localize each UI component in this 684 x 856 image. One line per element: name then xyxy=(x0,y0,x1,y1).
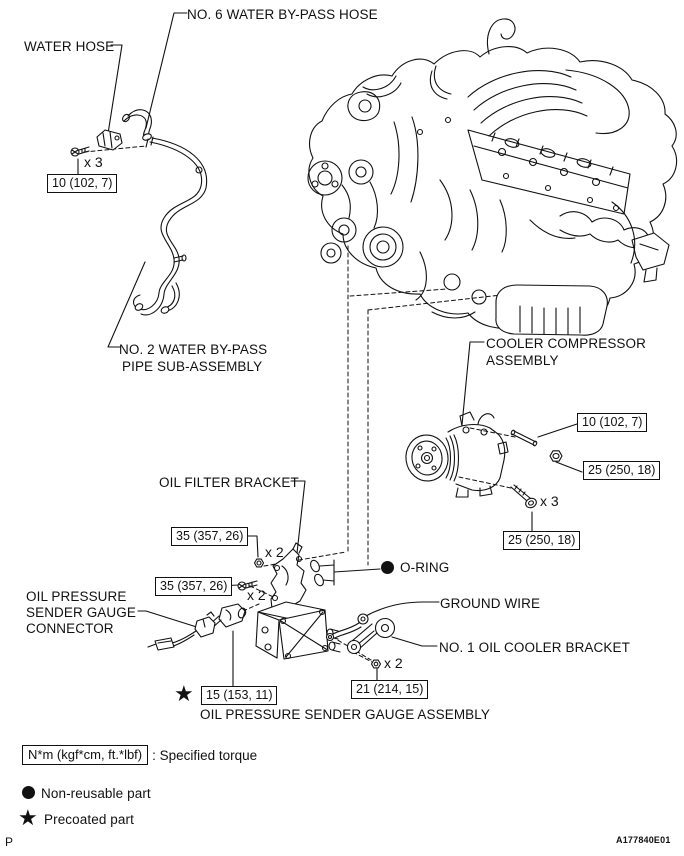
label-connector-line3: CONNECTOR xyxy=(26,621,114,636)
torque-box-15-sender-gauge: 15 (153, 11) xyxy=(201,686,278,705)
label-oil-filter-bracket: OIL FILTER BRACKET xyxy=(159,475,299,490)
legend-non-reusable-label: Non-reusable part xyxy=(41,786,151,801)
engine-assembly-sketch xyxy=(307,18,678,336)
legend-specified-torque: N*m (kgf*cm, ft.*lbf) : Specified torque xyxy=(22,745,257,765)
no6-water-bypass-hose-sketch xyxy=(122,109,152,141)
label-oil-pressure-sender-gauge-assembly: OIL PRESSURE SENDER GAUGE ASSEMBLY xyxy=(200,707,490,722)
label-o-ring: O-RING xyxy=(400,560,450,575)
o-ring-bullet-marker xyxy=(381,561,394,574)
torque-box-10-compressor-stud: 10 (102, 7) xyxy=(577,413,648,432)
torque-box-35-upper: 35 (357, 26) xyxy=(171,527,249,546)
label-ground-wire: GROUND WIRE xyxy=(440,596,541,611)
label-no1-oil-cooler-bracket: NO. 1 OIL COOLER BRACKET xyxy=(439,640,630,655)
water-hose-sketch xyxy=(96,129,123,151)
water-hose-bolt xyxy=(70,146,90,157)
label-water-hose: WATER HOSE xyxy=(24,39,115,54)
legend-precoated-label: Precoated part xyxy=(44,812,134,827)
precoated-star-marker: ★ xyxy=(174,681,194,706)
no1-oil-cooler-bracket-sketch xyxy=(346,617,396,655)
multiplier-x3-water-hose: x 3 xyxy=(84,154,103,170)
torque-box-21: 21 (214, 15) xyxy=(351,680,429,699)
torque-box-10-water-hose: 10 (102, 7) xyxy=(47,174,118,193)
multiplier-x3-compressor-bolts: x 3 xyxy=(540,493,559,509)
compressor-bolt xyxy=(510,484,537,509)
label-no6-water-bypass-hose: NO. 6 WATER BY-PASS HOSE xyxy=(187,7,378,22)
label-connector-line2: SENDER GAUGE xyxy=(26,605,136,620)
page-marker: P xyxy=(5,835,14,849)
bracket-nut xyxy=(253,558,265,568)
no2-water-bypass-pipe-sketch xyxy=(132,136,208,316)
o-ring-sketch xyxy=(310,559,324,587)
multiplier-x2-cooler-bracket-nuts: x 2 xyxy=(384,655,403,671)
label-no2-line1: NO. 2 WATER BY-PASS xyxy=(119,342,268,357)
legend-torque-units-box: N*m (kgf*cm, ft.*lbf) xyxy=(22,745,149,765)
oil-cooler-body-sketch xyxy=(255,601,341,660)
torque-box-35-lower: 35 (357, 26) xyxy=(155,577,233,596)
label-connector-line1: OIL PRESSURE xyxy=(26,589,127,604)
multiplier-x2-bracket-nuts: x 2 xyxy=(265,544,284,560)
legend-precoated-star: ★ xyxy=(18,805,38,830)
legend-non-reusable-dot xyxy=(22,786,35,799)
multiplier-x2-bracket-bolts: x 2 xyxy=(247,587,266,603)
torque-box-25-compressor-nut: 25 (250, 18) xyxy=(583,461,661,480)
cooler-compressor-sketch xyxy=(405,411,509,498)
torque-box-25-compressor-bolts: 25 (250, 18) xyxy=(503,531,581,550)
compressor-nut xyxy=(549,450,563,462)
label-cooler-compressor-line2: ASSEMBLY xyxy=(486,353,559,368)
ground-wire-sketch xyxy=(325,613,369,642)
bracket-nut-21 xyxy=(370,659,382,669)
compressor-stud xyxy=(510,429,538,447)
sender-gauge-connector-sketch xyxy=(147,611,216,651)
legend-torque-caption: : Specified torque xyxy=(152,747,258,763)
label-cooler-compressor-line1: COOLER COMPRESSOR xyxy=(486,336,646,351)
label-no2-line2: PIPE SUB-ASSEMBLY xyxy=(122,359,263,374)
bracket-bolt xyxy=(237,580,258,591)
figure-code: A177840E01 xyxy=(616,835,671,845)
